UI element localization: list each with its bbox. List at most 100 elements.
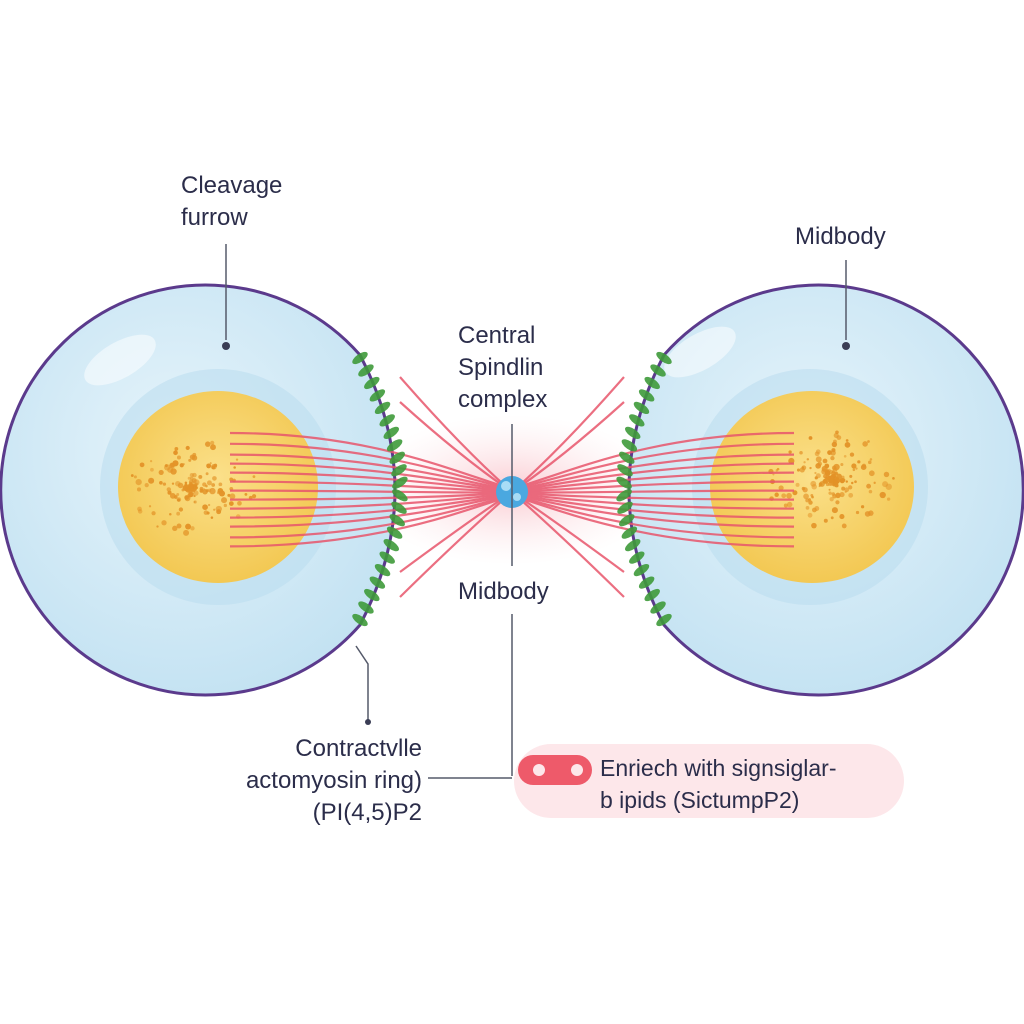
actin-filament bbox=[617, 464, 633, 477]
chromatin-granule bbox=[869, 458, 873, 461]
legend-text: Enriech with signsiglar- b ipids (Sictum… bbox=[600, 755, 837, 813]
chromatin-granule bbox=[860, 505, 865, 509]
spindle-fiber bbox=[229, 462, 513, 492]
chromatin-granule bbox=[851, 463, 857, 469]
chromatin-granule bbox=[848, 492, 854, 498]
leader-ring-vertical bbox=[355, 645, 369, 722]
chromatin-granule bbox=[814, 471, 817, 475]
chromatin-granule bbox=[868, 470, 875, 477]
chromatin-granule bbox=[194, 482, 198, 486]
chromatin-granule bbox=[811, 484, 817, 490]
spindle-fiber bbox=[229, 493, 513, 528]
actin-filament bbox=[617, 501, 633, 514]
chromatin-granule bbox=[188, 491, 194, 498]
label-midbody-center: Midbody bbox=[458, 578, 549, 605]
chromatin-granule bbox=[812, 507, 817, 513]
actin-filament bbox=[621, 526, 638, 539]
chromatin-granule bbox=[862, 441, 868, 447]
spindle-fiber bbox=[229, 492, 513, 510]
chromatin-granule bbox=[832, 482, 836, 486]
chromatin-granule bbox=[228, 501, 234, 506]
chromatin-granule bbox=[828, 491, 832, 495]
chromatin-granule bbox=[778, 485, 784, 491]
actin-filament bbox=[625, 539, 641, 552]
chromatin-granule bbox=[807, 512, 813, 518]
actin-filament bbox=[650, 601, 666, 614]
chromatin-granule bbox=[130, 474, 134, 477]
left-nucleus bbox=[118, 391, 318, 583]
chromatin-granule bbox=[808, 500, 813, 505]
chromatin-granule bbox=[835, 430, 839, 435]
actin-filament bbox=[621, 439, 638, 452]
chromatin-granule bbox=[212, 476, 217, 481]
chromatin-granule bbox=[174, 446, 179, 451]
left-chromatin bbox=[130, 440, 257, 536]
chromatin-granule bbox=[185, 523, 192, 530]
chromatin-granule bbox=[136, 487, 142, 492]
actin-filament bbox=[633, 563, 650, 577]
chromatin-granule bbox=[824, 463, 830, 469]
label-centralspindlin: Central Spindlin complex bbox=[458, 322, 548, 413]
actin-filament bbox=[386, 526, 403, 539]
chromatin-granule bbox=[148, 505, 152, 508]
chromatin-granule bbox=[184, 483, 188, 487]
chromatin-granule bbox=[133, 475, 137, 479]
chromatin-granule bbox=[169, 513, 172, 516]
chromatin-granule bbox=[205, 484, 208, 488]
chromatin-granule bbox=[848, 485, 853, 490]
chromatin-granule bbox=[815, 462, 822, 469]
chromatin-granule bbox=[783, 503, 788, 508]
chromatin-granule bbox=[839, 477, 845, 484]
chromatin-granule bbox=[827, 450, 832, 456]
actin-filament bbox=[374, 563, 391, 577]
chromatin-granule bbox=[144, 483, 149, 488]
left-daughter-cell bbox=[0, 283, 397, 697]
chromatin-granule bbox=[223, 503, 227, 508]
chromatin-granule bbox=[831, 507, 838, 514]
chromatin-granule bbox=[823, 478, 829, 484]
actin-filament bbox=[369, 576, 386, 589]
chromatin-granule bbox=[229, 493, 236, 500]
spindle-fiber bbox=[511, 494, 795, 548]
chromatin-granule bbox=[828, 482, 833, 486]
chromatin-granule bbox=[809, 466, 812, 470]
chromatin-granule bbox=[218, 482, 223, 487]
chromatin-granule bbox=[211, 483, 216, 487]
chromatin-granule bbox=[206, 480, 212, 486]
chromatin-granule bbox=[845, 480, 848, 483]
chromatin-granule bbox=[879, 491, 886, 499]
actin-filament bbox=[392, 489, 408, 502]
actin-filament bbox=[386, 439, 403, 452]
actin-filament bbox=[358, 364, 374, 377]
actin-filament bbox=[389, 514, 405, 527]
chromatin-granule bbox=[170, 468, 177, 475]
chromatin-granule bbox=[885, 483, 892, 490]
chromatin-granule bbox=[192, 472, 197, 478]
chromatin-granule bbox=[166, 487, 172, 492]
chromatin-granule bbox=[185, 445, 190, 451]
chromatin-granule bbox=[815, 456, 822, 463]
chromatin-granule bbox=[801, 466, 805, 469]
chromatin-granule bbox=[831, 492, 836, 496]
actin-filament bbox=[638, 389, 655, 402]
actin-filament bbox=[383, 426, 399, 439]
spindle-fiber bbox=[511, 462, 795, 492]
label-cleavage-furrow: Cleavage furrow bbox=[181, 172, 283, 231]
chromatin-granule bbox=[210, 444, 216, 451]
chromatin-granule bbox=[828, 488, 831, 491]
chromatin-granule bbox=[172, 525, 178, 532]
actin-filament bbox=[644, 588, 660, 602]
chromatin-granule bbox=[788, 450, 792, 454]
chromatin-granule bbox=[176, 497, 182, 502]
chromatin-granule bbox=[252, 475, 256, 479]
chromatin-granule bbox=[179, 463, 184, 468]
chromatin-granule bbox=[218, 490, 226, 497]
chromatin-granule bbox=[772, 473, 775, 476]
actin-filament bbox=[392, 476, 408, 489]
chromatin-granule bbox=[786, 492, 792, 499]
actin-filament bbox=[625, 426, 641, 439]
chromatin-granule bbox=[210, 440, 215, 445]
actin-filament bbox=[364, 588, 380, 602]
right-chromatin bbox=[768, 430, 895, 529]
chromatin-granule bbox=[796, 468, 800, 472]
